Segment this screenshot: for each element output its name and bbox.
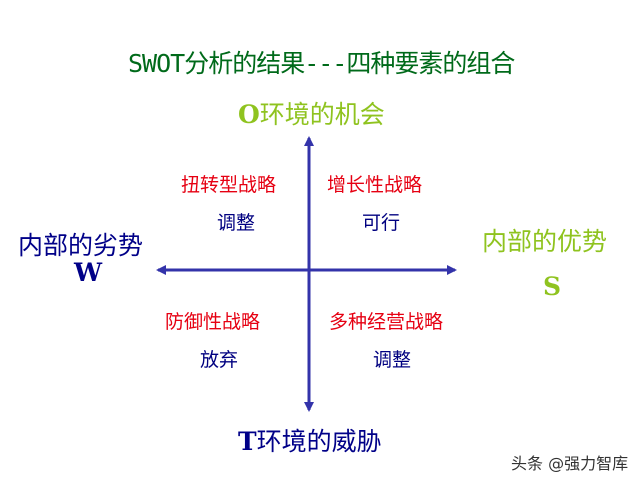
opportunity-label: O环境的机会 bbox=[238, 95, 385, 131]
watermark: 头条 @强力智库 bbox=[511, 454, 629, 473]
bottom-right-strategy: 多种经营战略 bbox=[329, 311, 444, 333]
top-right-strategy: 增长性战略 bbox=[327, 174, 423, 196]
threat-letter: T bbox=[238, 427, 257, 456]
bottom-right-action: 调整 bbox=[373, 349, 412, 371]
opportunity-text: 环境的机会 bbox=[259, 100, 385, 129]
threat-text: 环境的威胁 bbox=[256, 427, 382, 456]
strength-letter: S bbox=[543, 272, 562, 301]
bottom-left-strategy: 防御性战略 bbox=[165, 311, 261, 333]
threat-label: T环境的威胁 bbox=[238, 422, 382, 458]
top-left-strategy: 扭转型战略 bbox=[181, 174, 277, 196]
top-right-action: 可行 bbox=[362, 212, 401, 234]
slide-title: SWOT分析的结果---四种要素的组合 bbox=[128, 49, 515, 78]
opportunity-letter: O bbox=[238, 100, 260, 129]
weakness-letter: W bbox=[74, 258, 103, 287]
bottom-left-action: 放弃 bbox=[200, 349, 239, 371]
weakness-label: 内部的劣势 bbox=[18, 231, 144, 260]
top-left-action: 调整 bbox=[217, 212, 256, 234]
strength-label: 内部的优势 bbox=[482, 227, 608, 256]
